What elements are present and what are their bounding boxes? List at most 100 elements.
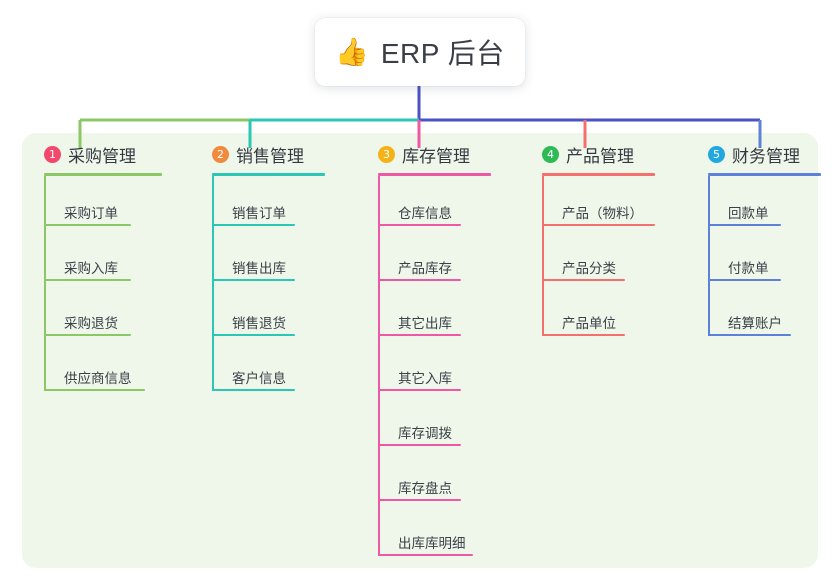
submodule-item[interactable]: 回款单 <box>698 176 828 231</box>
submodule-underline <box>379 389 461 391</box>
submodule-underline <box>379 554 473 556</box>
submodule-item[interactable]: 产品分类 <box>532 231 680 286</box>
submodule-label: 产品库存 <box>398 261 452 276</box>
submodule-label: 采购退货 <box>64 316 118 331</box>
submodule-underline <box>379 499 461 501</box>
submodule-label: 销售订单 <box>232 206 286 221</box>
submodule-underline <box>45 224 131 226</box>
module-badge-1: 1 <box>44 145 61 163</box>
page-title: ERP 后台 <box>380 38 505 69</box>
root-node-card[interactable]: 👍 ERP 后台 <box>315 18 525 86</box>
module-column-4: 4 产品管理产品（物料） 产品分类产品单位 <box>532 142 680 341</box>
module-underline-4 <box>542 173 655 176</box>
module-column-2: 2 销售管理销售订单销售出库销售退货客户信息 <box>202 142 350 396</box>
module-title-5: 财务管理 <box>732 146 800 166</box>
module-badge-4: 4 <box>542 145 559 163</box>
column-stem-4 <box>542 176 544 336</box>
module-title-3: 库存管理 <box>402 146 470 166</box>
submodule-label: 销售退货 <box>232 316 286 331</box>
submodule-item[interactable]: 库存盘点 <box>368 451 516 506</box>
submodule-label: 仓库信息 <box>398 206 452 221</box>
submodule-item[interactable]: 销售订单 <box>202 176 350 231</box>
submodule-underline <box>709 224 781 226</box>
module-underline-5 <box>708 173 821 176</box>
submodule-item[interactable]: 付款单 <box>698 231 828 286</box>
submodule-underline <box>709 279 781 281</box>
module-badge-2: 2 <box>212 145 229 163</box>
submodule-label: 回款单 <box>728 206 769 221</box>
module-header-4[interactable]: 4 产品管理 <box>532 142 680 166</box>
submodule-label: 产品分类 <box>562 261 616 276</box>
submodule-item[interactable]: 结算账户 <box>698 286 828 341</box>
submodule-underline <box>213 224 295 226</box>
submodule-label: 供应商信息 <box>64 371 132 386</box>
submodule-list-2: 销售订单销售出库销售退货客户信息 <box>202 176 350 396</box>
submodule-underline <box>213 389 295 391</box>
submodule-label: 采购订单 <box>64 206 118 221</box>
module-title-2: 销售管理 <box>236 146 304 166</box>
module-header-1[interactable]: 1 采购管理 <box>34 142 182 166</box>
submodule-underline <box>213 334 295 336</box>
column-stem-3 <box>378 176 380 556</box>
submodule-item[interactable]: 采购入库 <box>34 231 182 286</box>
submodule-label: 产品（物料） <box>562 206 643 221</box>
module-underline-2 <box>212 173 325 176</box>
submodule-underline <box>45 279 131 281</box>
module-column-1: 1 采购管理采购订单采购入库采购退货供应商信息 <box>34 142 182 396</box>
submodule-list-3: 仓库信息产品库存其它出库其它入库库存调拨库存盘点出库库明细 <box>368 176 516 561</box>
submodule-item[interactable]: 产品（物料） <box>532 176 680 231</box>
module-column-3: 3 库存管理仓库信息产品库存其它出库其它入库库存调拨库存盘点出库库明细 <box>368 142 516 561</box>
submodule-label: 其它出库 <box>398 316 452 331</box>
submodule-underline <box>379 334 461 336</box>
submodule-item[interactable]: 采购退货 <box>34 286 182 341</box>
submodule-underline <box>213 279 295 281</box>
submodule-item[interactable]: 采购订单 <box>34 176 182 231</box>
submodule-list-5: 回款单付款单结算账户 <box>698 176 828 341</box>
submodule-underline <box>543 334 625 336</box>
submodule-underline <box>543 224 655 226</box>
submodule-underline <box>45 334 131 336</box>
submodule-item[interactable]: 销售出库 <box>202 231 350 286</box>
submodule-underline <box>379 224 461 226</box>
submodule-label: 采购入库 <box>64 261 118 276</box>
submodule-item[interactable]: 销售退货 <box>202 286 350 341</box>
module-header-3[interactable]: 3 库存管理 <box>368 142 516 166</box>
module-header-2[interactable]: 2 销售管理 <box>202 142 350 166</box>
submodule-item[interactable]: 供应商信息 <box>34 341 182 396</box>
submodule-underline <box>45 389 145 391</box>
submodule-item[interactable]: 产品单位 <box>532 286 680 341</box>
module-title-4: 产品管理 <box>566 146 634 166</box>
submodule-item[interactable]: 其它出库 <box>368 286 516 341</box>
column-stem-1 <box>44 176 46 391</box>
submodule-item[interactable]: 出库库明细 <box>368 506 516 561</box>
column-stem-5 <box>708 176 710 336</box>
submodule-label: 其它入库 <box>398 371 452 386</box>
module-badge-3: 3 <box>378 145 395 163</box>
submodule-item[interactable]: 其它入库 <box>368 341 516 396</box>
submodule-item[interactable]: 产品库存 <box>368 231 516 286</box>
submodule-item[interactable]: 仓库信息 <box>368 176 516 231</box>
submodule-label: 库存盘点 <box>398 481 452 496</box>
submodule-item[interactable]: 库存调拨 <box>368 396 516 451</box>
submodule-label: 库存调拨 <box>398 426 452 441</box>
submodule-label: 销售出库 <box>232 261 286 276</box>
module-underline-3 <box>378 173 491 176</box>
submodule-underline <box>709 334 791 336</box>
submodule-list-1: 采购订单采购入库采购退货供应商信息 <box>34 176 182 396</box>
module-underline-1 <box>44 173 162 176</box>
column-stem-2 <box>212 176 214 391</box>
modules-panel <box>22 133 818 568</box>
submodule-label: 付款单 <box>728 261 769 276</box>
submodule-label: 出库库明细 <box>398 536 466 551</box>
submodule-label: 产品单位 <box>562 316 616 331</box>
submodule-list-4: 产品（物料） 产品分类产品单位 <box>532 176 680 341</box>
submodule-underline <box>379 444 461 446</box>
module-title-1: 采购管理 <box>68 146 136 166</box>
submodule-underline <box>379 279 461 281</box>
submodule-label: 客户信息 <box>232 371 286 386</box>
submodule-item[interactable]: 客户信息 <box>202 341 350 396</box>
